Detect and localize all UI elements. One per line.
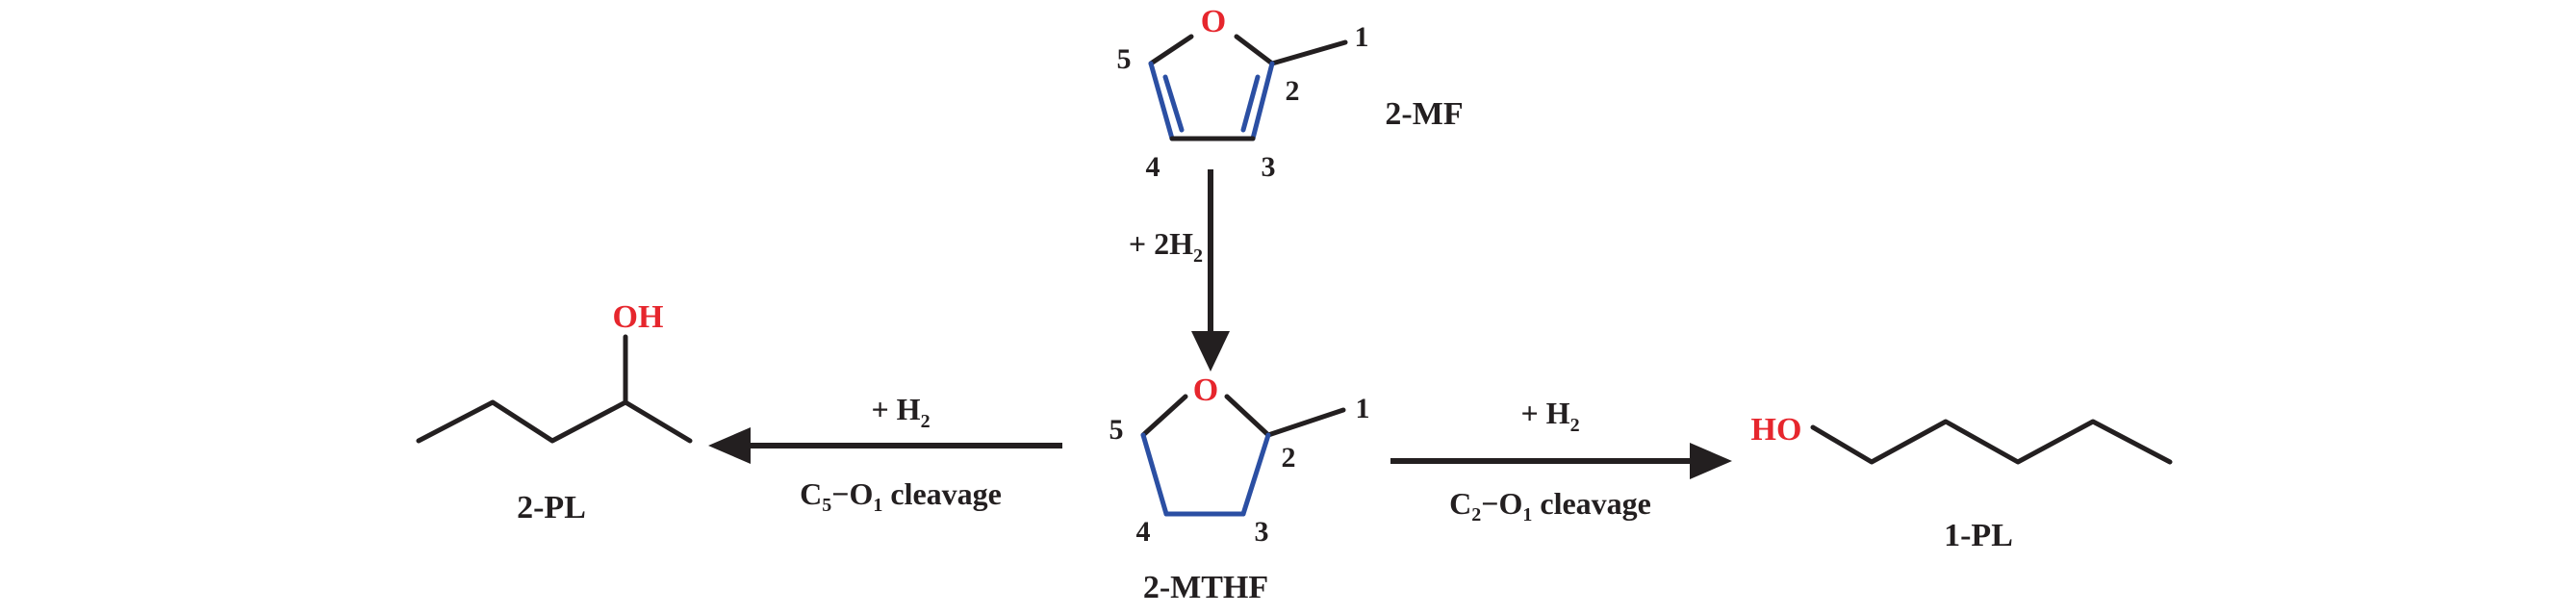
mf-atom-number: 1 [1355, 21, 1369, 53]
pl2-compound-name: 2-PL [517, 490, 586, 525]
c5-o1-cleavage-arrow [708, 427, 1062, 464]
mf-bond-methyl [1269, 39, 1348, 66]
mf-bond-o-c5 [1148, 34, 1194, 66]
mf-bond-c4-c5-inner [1162, 74, 1185, 133]
mf-bond-o-c2 [1234, 34, 1275, 66]
c5-o1-cleavage-label: C5−O1 cleavage [800, 476, 1002, 516]
pl1-hydroxyl-group: HO [1751, 412, 1802, 448]
pl2-carbon-chain [416, 399, 693, 444]
molecule-1-pl: HO 1-PL [1751, 412, 2173, 553]
c2-o1-cleavage-arrow [1390, 443, 1732, 479]
mthf-atom-number: 5 [1109, 414, 1124, 446]
mf-atom-number: 5 [1117, 43, 1132, 75]
mf-atom-number: 2 [1286, 75, 1300, 107]
mthf-bond-o-c5 [1140, 394, 1188, 438]
pl1-compound-name: 1-PL [1944, 518, 2013, 553]
mf-compound-name: 2-MF [1385, 96, 1463, 132]
mf-oxygen-atom: O [1201, 4, 1226, 39]
mf-bond-c4-c5 [1148, 61, 1175, 141]
mthf-atom-number: 1 [1356, 393, 1370, 424]
pl2-hydroxyl-group: OH [613, 299, 664, 335]
pl1-carbon-chain [1810, 419, 2173, 465]
mf-atom-number: 3 [1262, 151, 1276, 183]
mthf-bond-c4-c5 [1140, 432, 1169, 517]
mthf-compound-name: 2-MTHF [1143, 570, 1268, 605]
mf-atom-number: 4 [1146, 151, 1160, 183]
mthf-bond-o-c2 [1224, 394, 1271, 438]
down-arrowhead [1191, 331, 1230, 372]
molecule-2-pl: OH 2-PL [416, 299, 693, 525]
mf-bond-c2-c3 [1250, 61, 1275, 141]
hydrogenation-reagent-label: + 2H2 [1129, 226, 1203, 267]
molecule-2-mthf: O 1 2 3 4 5 2-MTHF [1109, 372, 1370, 605]
c2-o1-cleavage-label: C2−O1 cleavage [1449, 486, 1651, 525]
mthf-atom-number: 4 [1136, 516, 1151, 548]
mthf-atom-number: 2 [1282, 442, 1296, 474]
molecule-2-mf: O 1 2 3 4 5 2-MF [1117, 4, 1464, 183]
mthf-oxygen-atom: O [1193, 372, 1218, 408]
c5-reagent-label: + H2 [871, 392, 930, 432]
hydrogenation-arrow [1191, 169, 1230, 372]
mthf-bond-c2-c3 [1240, 432, 1271, 517]
mthf-bond-methyl [1265, 407, 1346, 438]
mf-bond-c2-c3-inner [1240, 74, 1261, 133]
mthf-atom-number: 3 [1255, 516, 1269, 548]
left-arrowhead [708, 427, 751, 464]
right-arrowhead [1690, 443, 1732, 479]
c2-reagent-label: + H2 [1520, 396, 1579, 436]
